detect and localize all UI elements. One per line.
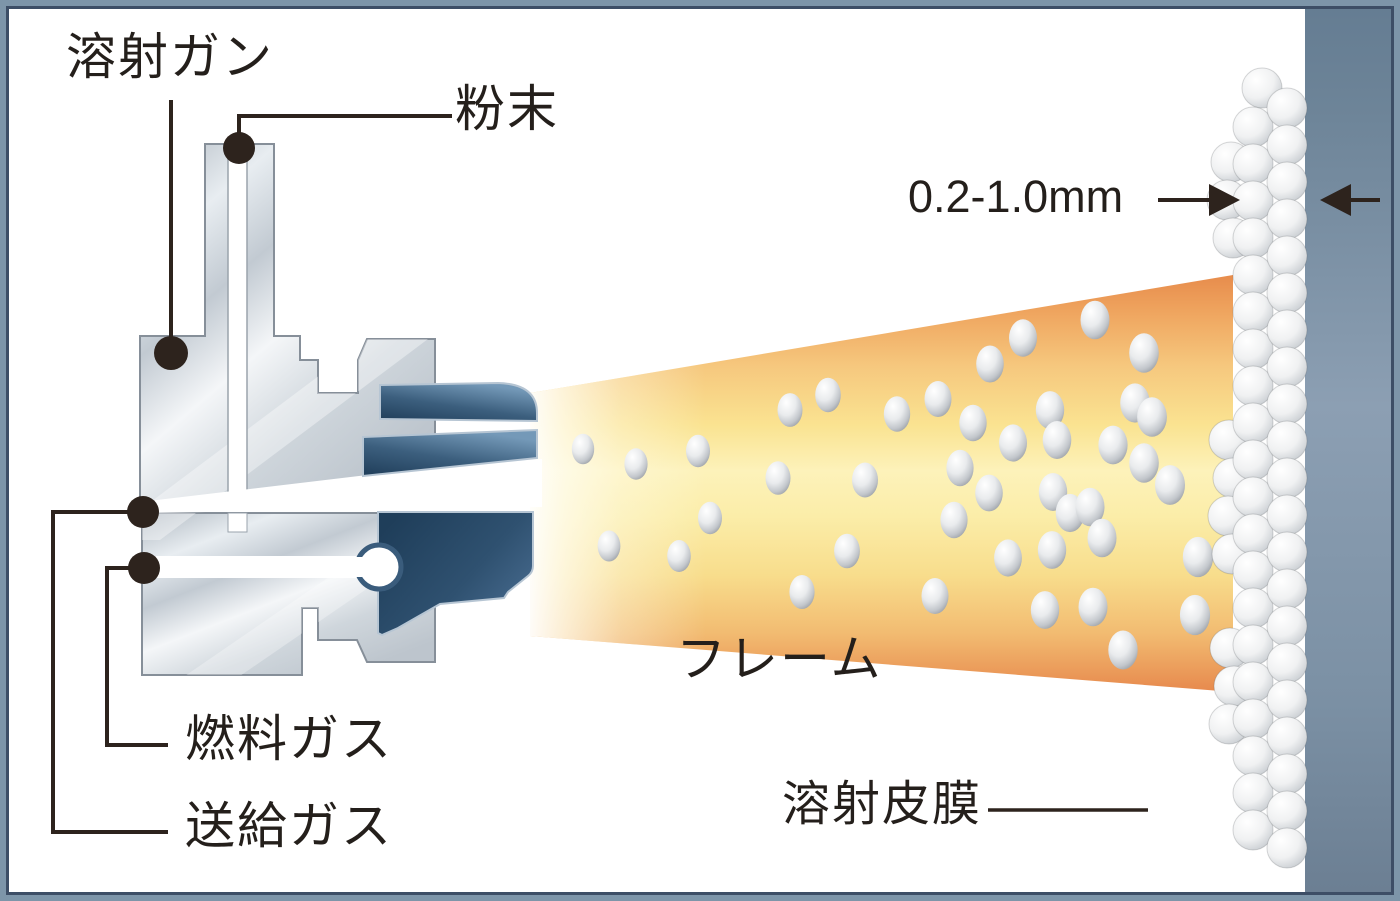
particle-stream — [571, 300, 1214, 670]
particle — [686, 434, 710, 468]
powder-channel-outlet — [227, 512, 248, 533]
flame-cone — [530, 275, 1233, 692]
particle — [976, 345, 1004, 383]
particle — [1037, 531, 1067, 569]
spray-gun-label: 溶射ガン — [66, 29, 274, 85]
coating-sphere — [1266, 716, 1308, 758]
coating-sphere — [1266, 605, 1308, 647]
coating-sphere — [1266, 531, 1308, 573]
particle — [789, 575, 815, 609]
coating-sphere — [1266, 494, 1308, 536]
coating-thickness-label: 0.2-1.0mm — [908, 171, 1124, 222]
particle — [994, 539, 1022, 577]
feed-gas-leader — [51, 510, 168, 834]
coating-sphere — [1266, 568, 1308, 610]
fuel-gas-channel — [142, 556, 379, 578]
coating-sphere — [1266, 87, 1308, 129]
particle — [765, 461, 791, 495]
coating-sphere — [1266, 235, 1308, 277]
coating-sphere — [1266, 309, 1308, 351]
fuel-gas-port-slot — [338, 557, 380, 577]
particle — [1075, 487, 1105, 527]
particle — [1080, 300, 1110, 340]
particle — [975, 474, 1003, 512]
particle — [1042, 421, 1072, 459]
thickness-arrowhead-left-pointing — [1320, 184, 1351, 216]
coating-sphere — [1266, 383, 1308, 425]
nozzle-middle-wedge — [362, 428, 538, 478]
nozzle-lower-block — [377, 511, 534, 637]
coating-sphere — [1266, 161, 1308, 203]
particle — [698, 501, 722, 535]
leader-dots — [127, 132, 1351, 584]
particle — [597, 530, 621, 562]
fuel-gas-dot — [128, 552, 160, 584]
feed-gas-label: 送給ガス — [185, 798, 393, 854]
particle — [1078, 587, 1108, 627]
coating-sphere — [1266, 420, 1308, 462]
coating-sphere — [1266, 346, 1308, 388]
coating-label: 溶射皮膜 — [782, 778, 983, 831]
particle — [1137, 397, 1167, 437]
substrate-bar — [1305, 0, 1400, 901]
particle — [940, 501, 968, 539]
powder-dot — [223, 132, 255, 164]
coating-sphere — [1266, 679, 1308, 721]
particle — [883, 396, 911, 432]
central-gas-channel — [140, 459, 542, 513]
flame-hot-core-glow — [530, 275, 1233, 692]
coating-sphere — [1266, 457, 1308, 499]
particle — [1030, 591, 1060, 629]
particle — [959, 404, 987, 442]
particle — [1108, 630, 1138, 670]
nozzle-upper-wedge — [379, 381, 538, 423]
particle — [1087, 518, 1117, 558]
particle — [1035, 391, 1065, 429]
particle — [815, 377, 841, 413]
particle — [1155, 465, 1185, 505]
fuel-gas-leader — [105, 566, 168, 747]
thickness-arrowhead-right-pointing — [1209, 184, 1240, 216]
powder-leader — [237, 114, 452, 147]
powder-label: 粉末 — [455, 81, 559, 137]
coating-sphere — [1266, 790, 1308, 832]
coating-layer — [1206, 67, 1308, 869]
particle — [1182, 536, 1214, 578]
fuel-gas-label: 燃料ガス — [185, 711, 393, 767]
particle — [852, 462, 878, 498]
particle — [946, 449, 974, 487]
coating-sphere — [1266, 198, 1308, 240]
particle — [999, 424, 1027, 462]
spray-gun-dot — [154, 336, 188, 370]
particle — [924, 381, 952, 417]
coating-sphere — [1266, 827, 1308, 869]
particle — [921, 578, 949, 614]
flame-label: フレーム — [676, 631, 883, 687]
particle — [1129, 333, 1159, 373]
coating-sphere — [1266, 124, 1308, 166]
feed-gas-dot — [127, 496, 159, 528]
particle — [834, 533, 860, 569]
particle — [1098, 425, 1128, 465]
particle — [1129, 443, 1159, 483]
coating-sphere — [1266, 642, 1308, 684]
powder-channel — [227, 143, 248, 507]
particle — [624, 448, 648, 480]
particle — [777, 393, 803, 427]
coating-sphere — [1232, 809, 1274, 851]
particle — [1009, 319, 1037, 357]
particle — [667, 540, 691, 572]
coating-sphere — [1266, 272, 1308, 314]
particle — [1179, 594, 1211, 636]
particle — [571, 433, 595, 465]
spray-gun — [139, 143, 542, 676]
coating-sphere — [1266, 753, 1308, 795]
